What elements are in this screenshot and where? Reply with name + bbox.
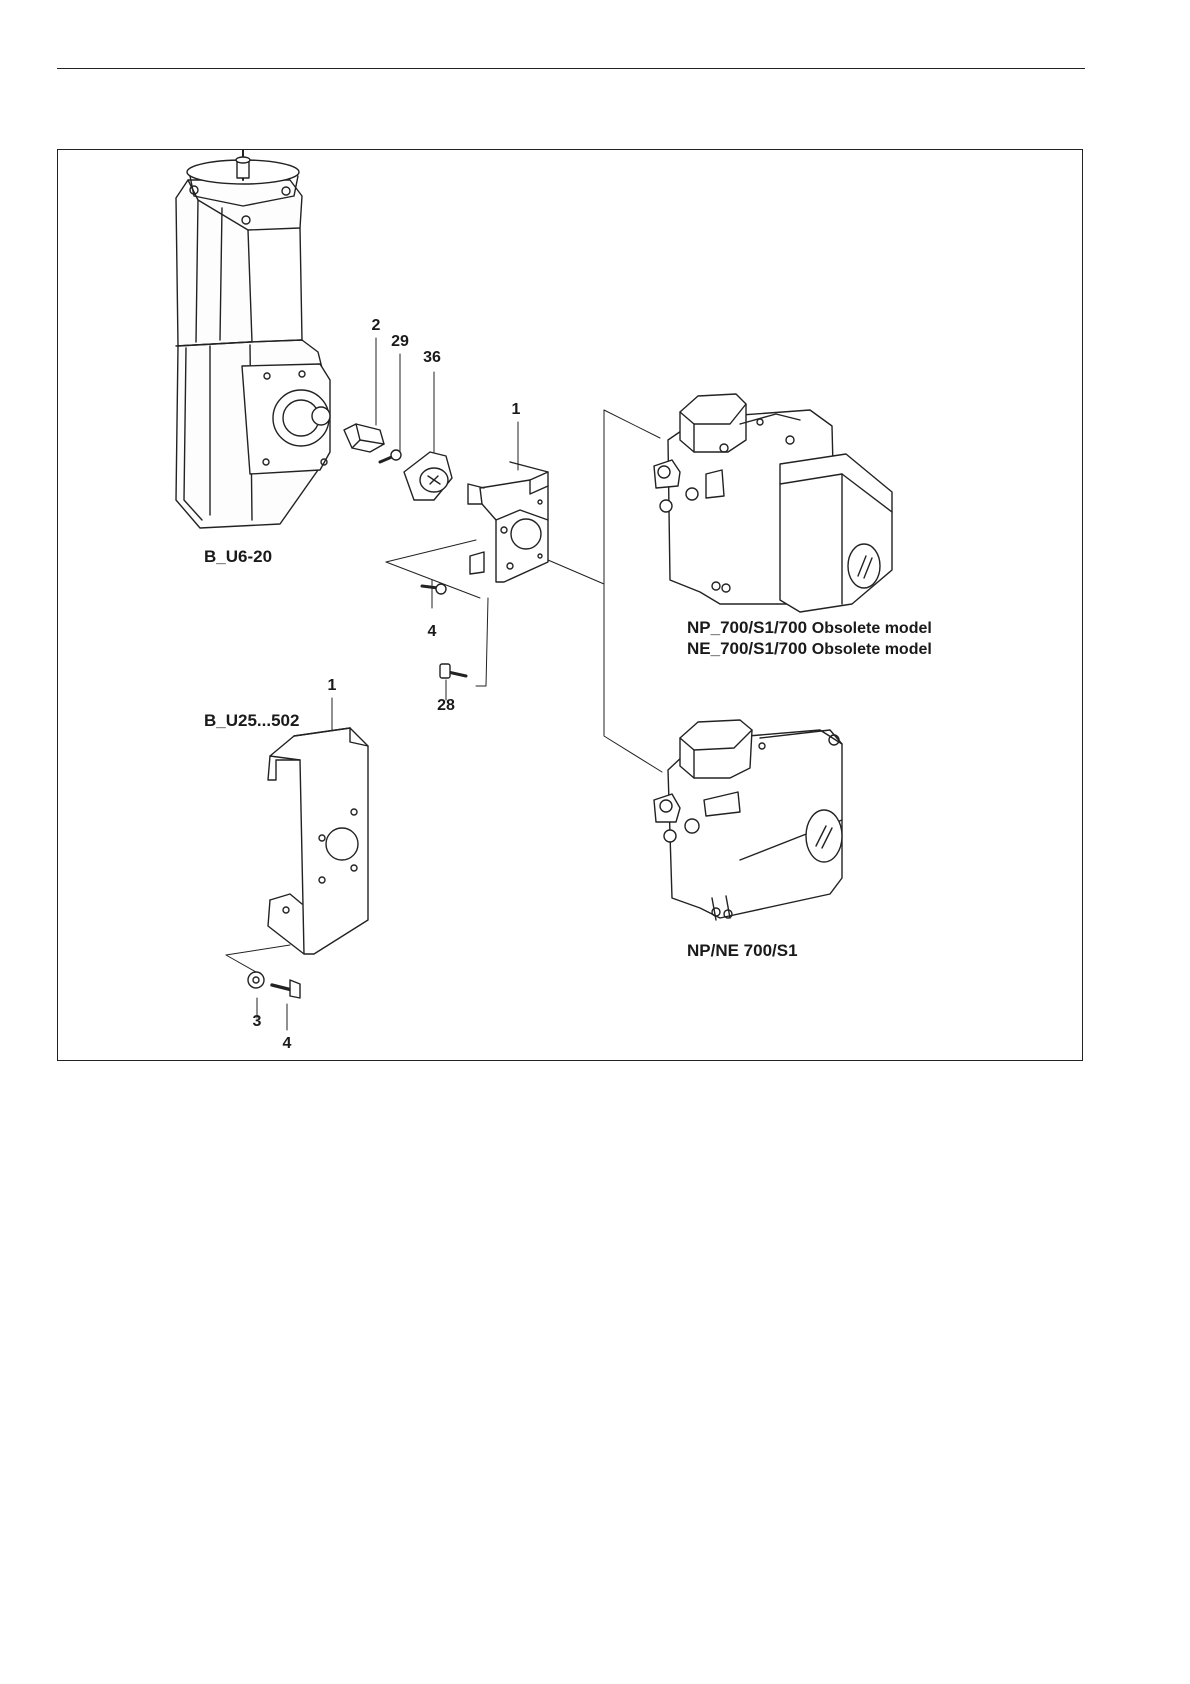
cam-part-36 bbox=[404, 452, 452, 500]
bracket-b-u25-502 bbox=[268, 728, 368, 954]
part-number-2: 2 bbox=[372, 318, 381, 334]
ne-obsolete-code: NE_700/S1/700 bbox=[687, 639, 807, 658]
part-number-3: 3 bbox=[253, 1014, 262, 1030]
part-number-28: 28 bbox=[437, 698, 455, 714]
screw-part-4-plate bbox=[422, 584, 446, 594]
part-number-1-bracket: 1 bbox=[328, 678, 337, 694]
np-obsolete-note: Obsolete model bbox=[812, 620, 932, 637]
screw-part-28 bbox=[440, 664, 466, 678]
washer-part-3 bbox=[248, 972, 264, 988]
part-number-4-plate: 4 bbox=[428, 624, 437, 640]
positioner-np-ne-700-obsolete bbox=[654, 394, 892, 612]
np-obsolete-code: NP_700/S1/700 bbox=[687, 618, 807, 637]
coupling-part-2 bbox=[344, 424, 384, 452]
bracket-connector-line bbox=[226, 945, 290, 972]
model-label-b-u6-20: B_U6-20 bbox=[204, 548, 272, 566]
model-label-np-obsolete: NP_700/S1/700 Obsolete model bbox=[687, 619, 932, 638]
actuator-b-u6-20 bbox=[176, 150, 330, 528]
part-number-36: 36 bbox=[423, 350, 441, 366]
part-number-29: 29 bbox=[391, 334, 409, 350]
positioner-np-ne-700-s1 bbox=[654, 720, 842, 920]
part-number-1-plate: 1 bbox=[512, 402, 521, 418]
model-label-b-u25-502: B_U25...502 bbox=[204, 712, 299, 730]
mounting-plate-part-1 bbox=[468, 462, 548, 582]
model-label-np-ne-700-s1: NP/NE 700/S1 bbox=[687, 942, 798, 960]
part-number-4-bracket: 4 bbox=[283, 1036, 292, 1052]
bolt-part-4-bracket bbox=[272, 980, 300, 998]
screw-part-29 bbox=[380, 450, 401, 462]
model-label-ne-obsolete: NE_700/S1/700 Obsolete model bbox=[687, 640, 932, 659]
ne-obsolete-note: Obsolete model bbox=[812, 641, 932, 658]
